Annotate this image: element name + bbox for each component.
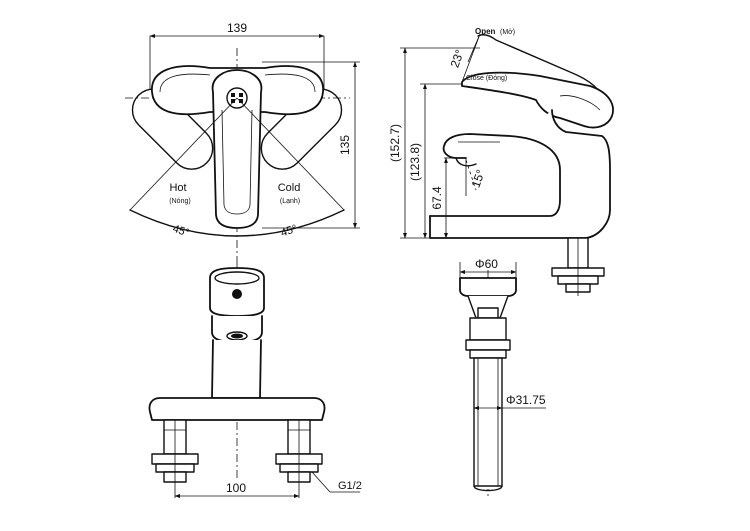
angle-right-label: 45° bbox=[279, 223, 299, 240]
side-view: (152.7) (123.8) 67.4 Open (Mở) Close (Đó… bbox=[388, 27, 614, 296]
angle-left-label: 45° bbox=[171, 223, 191, 240]
base-plate bbox=[148, 397, 326, 421]
inlet-left bbox=[151, 419, 199, 486]
center-distance-dimension: 100 bbox=[226, 481, 246, 495]
total-height-dimension: (152.7) bbox=[388, 124, 402, 162]
width-dimension: 139 bbox=[227, 21, 247, 35]
height-dimension: 135 bbox=[338, 135, 352, 155]
handle-cap-front bbox=[209, 267, 265, 317]
spout-height-dimension: 67.4 bbox=[430, 186, 444, 210]
cold-sub-label: (Lạnh) bbox=[280, 198, 300, 205]
cold-label: Cold bbox=[278, 182, 301, 194]
thread-label: G1/2 bbox=[338, 480, 362, 492]
spout-angle-label: 15° bbox=[469, 168, 488, 190]
hot-label: Hot bbox=[169, 182, 186, 194]
open-label: Open bbox=[475, 27, 496, 36]
lever-handle-side bbox=[461, 71, 614, 129]
lever-angle-label: 23° bbox=[448, 48, 467, 70]
pipe-diameter-dimension: Φ31.75 bbox=[506, 393, 546, 407]
front-view: 100 G1/2 bbox=[148, 262, 362, 498]
body-height-dimension: (123.8) bbox=[408, 143, 422, 181]
inlet-right bbox=[275, 419, 323, 486]
drain-view: Φ60 Φ31.75 bbox=[459, 257, 546, 496]
flange-diameter-dimension: Φ60 bbox=[475, 257, 498, 271]
drain-flange bbox=[459, 277, 517, 359]
drain-pipe bbox=[473, 357, 503, 492]
mounting-stem bbox=[551, 237, 605, 296]
spout-top bbox=[211, 69, 263, 229]
close-label: Close (Đóng) bbox=[466, 75, 507, 82]
hot-sub-label: (Nóng) bbox=[169, 198, 190, 205]
open-sub-label: (Mở) bbox=[500, 28, 515, 36]
top-view: 139 135 Hot (Nóng) Cold (Lạnh) 45° 45° bbox=[125, 21, 360, 262]
